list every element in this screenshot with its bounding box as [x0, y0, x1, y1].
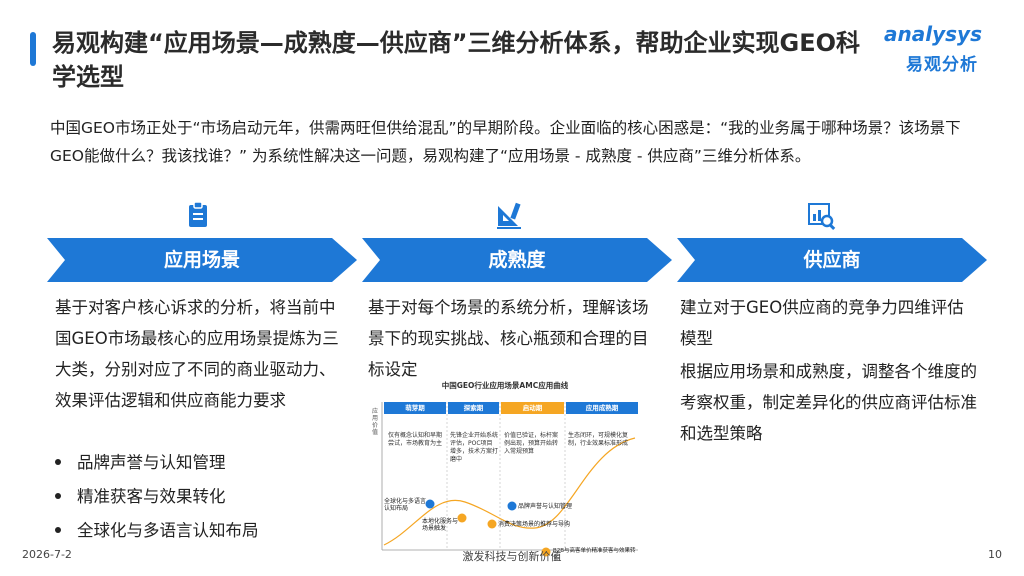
ruler-pen-icon: [494, 200, 524, 230]
logo-en: analysys: [884, 22, 982, 46]
amc-point-label: B2B与高客单价精准获客与效果转化: [553, 548, 636, 561]
list-item: 全球化与多语言认知布局: [55, 514, 259, 548]
scenario-bullet-list: 品牌声誉与认知管理 精准获客与效果转化 全球化与多语言认知布局: [55, 446, 259, 548]
list-item: 品牌声誉与认知管理: [55, 446, 259, 480]
supplier-description-1: 建立对于GEO供应商的竞争力四维评估模型: [680, 298, 964, 348]
footer-date: 2026-7-2: [22, 548, 72, 561]
page-title: 易观构建“应用场景—成熟度—供应商”三维分析体系，帮助企业实现GEO科学选型: [52, 29, 861, 91]
header-maturity: 成熟度: [362, 238, 672, 282]
title-accent-bar: [30, 32, 36, 66]
amc-point-label: 品牌声誉与认知管理: [518, 503, 573, 510]
logo: analysys 易观分析: [884, 22, 1004, 78]
amc-point-label: 全球化与多语言认知布局: [384, 498, 427, 512]
intro-paragraph: 中国GEO市场正处于“市场启动元年，供需两旺但供给混乱”的早期阶段。企业面临的核…: [50, 119, 961, 165]
amc-point: [507, 501, 517, 511]
stage-label: 探索期: [448, 402, 499, 414]
amc-chart-graphics: [381, 402, 638, 557]
amc-point: [425, 499, 435, 509]
chart-search-icon: [806, 200, 836, 230]
stage-description: 仅有概念认知和早期尝试，市场教育为主: [388, 432, 443, 447]
header-label: 成熟度: [488, 249, 546, 271]
amc-chart-title: 中国GEO行业应用场景AMC应用曲线: [441, 381, 569, 390]
logo-cn: 易观分析: [906, 55, 978, 75]
page-number: 10: [988, 548, 1002, 561]
amc-point: [457, 513, 467, 523]
header-label: 供应商: [803, 249, 861, 271]
amc-point: [487, 519, 497, 529]
stage-label: 应用成熟期: [566, 402, 638, 414]
stage-label: 启动期: [501, 402, 564, 414]
header-label: 应用场景: [163, 249, 240, 271]
stage-description: 生态闭环，可规模化复制，行业效果标准形成: [568, 432, 629, 447]
stage-description: 先锋企业开始系统评估，POC项目增多，技术方案打磨中: [450, 432, 499, 463]
stage-label: 萌芽期: [384, 402, 446, 414]
scenario-description: 基于对客户核心诉求的分析，将当前中国GEO市场最核心的应用场景提炼为三大类，分别…: [55, 298, 339, 410]
list-item: 精准获客与效果转化: [55, 480, 259, 514]
header-application-scenario: 应用场景: [47, 238, 357, 282]
amc-y-label: 应用价值: [372, 408, 379, 436]
amc-curve-figure: 中国GEO行业应用场景AMC应用曲线 应用价值 萌芽期 探索期 启动期 应用成熟…: [370, 380, 640, 561]
clipboard-icon: [183, 200, 213, 230]
maturity-description: 基于对每个场景的系统分析，理解该场景下的现实挑战、核心瓶颈和合理的目标设定: [368, 298, 649, 379]
amc-point-label: 消费决策场景的推荐与导购: [498, 521, 571, 528]
stage-description: 价值已验证，标杆案例出现，预算开始转入常规预算: [504, 432, 559, 455]
amc-point: [541, 547, 551, 557]
header-supplier: 供应商: [677, 238, 987, 282]
footer-slogan: 激发科技与创新价值: [462, 550, 562, 563]
amc-point-label: 本地化服务与场景触发: [422, 518, 459, 532]
supplier-description-2: 根据应用场景和成熟度，调整各个维度的考察权重，制定差异化的供应商评估标准和选型策…: [680, 362, 977, 443]
